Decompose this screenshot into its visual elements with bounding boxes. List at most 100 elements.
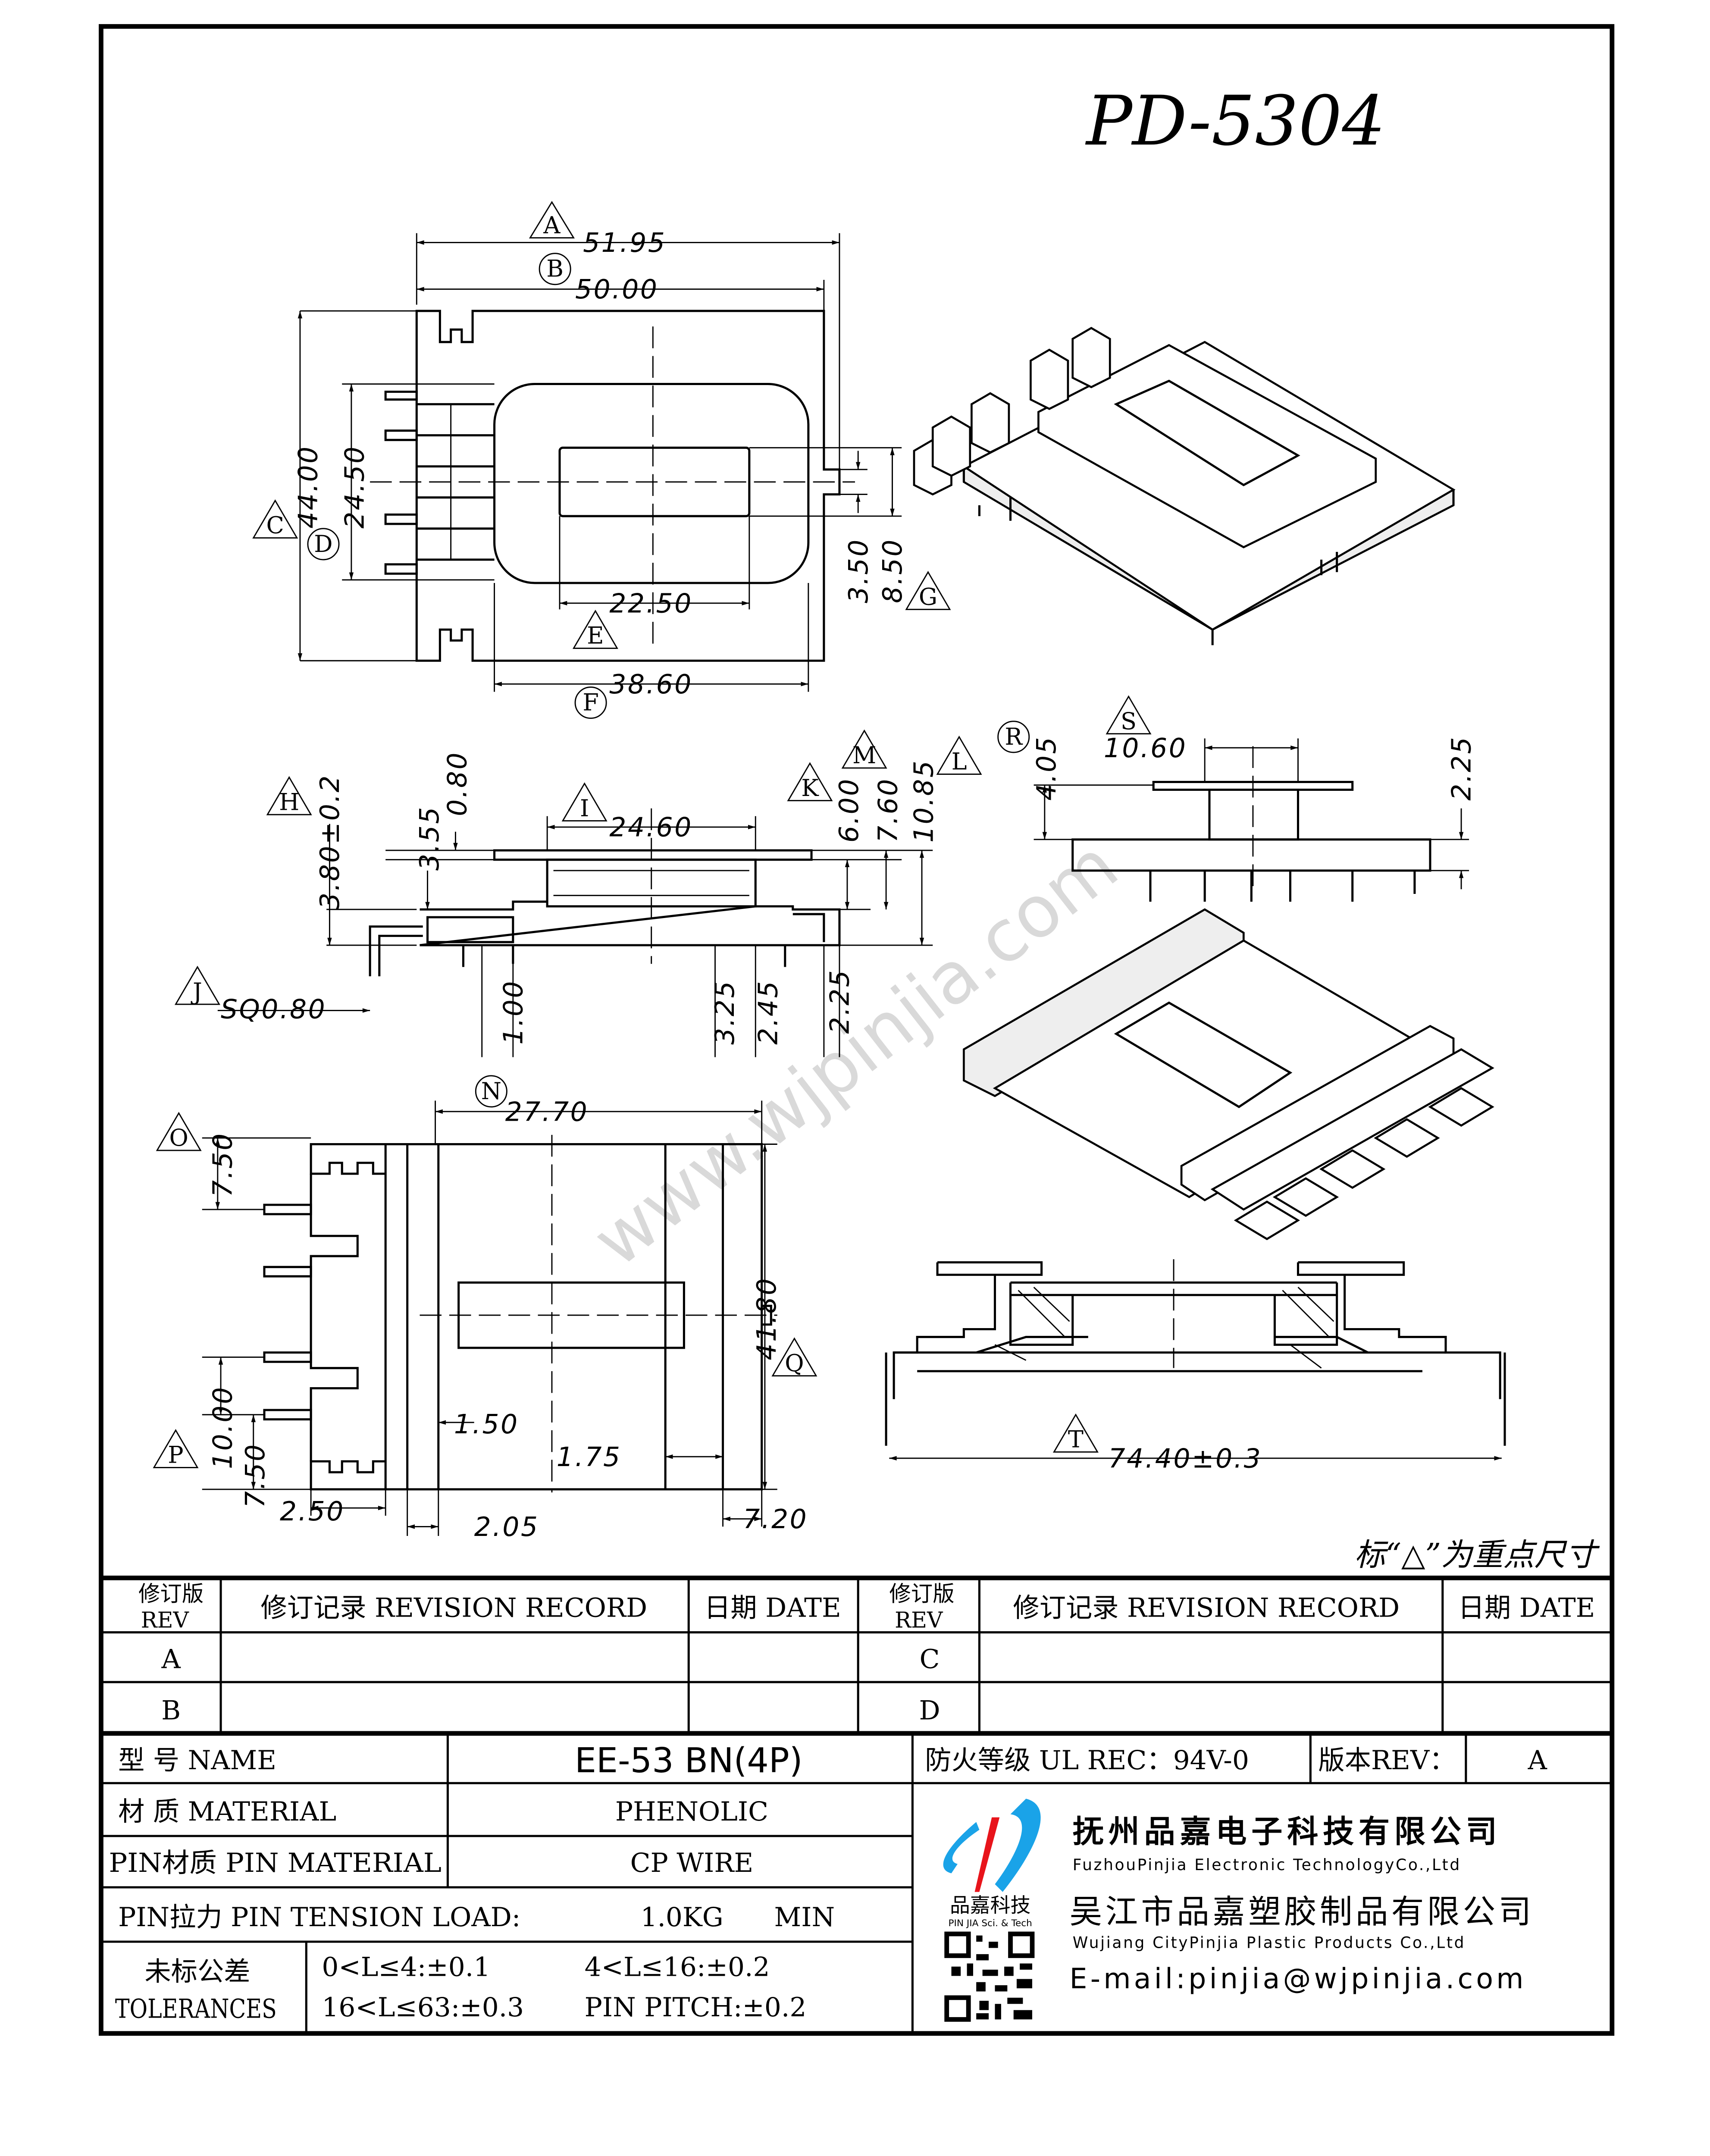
pin-material-value: CP WIRE bbox=[630, 1848, 754, 1878]
dim-355-value: 3.55 bbox=[414, 805, 445, 871]
logo-subtext: PIN JIA Sci. & Tech bbox=[948, 1918, 1032, 1929]
sheet-border bbox=[99, 24, 1615, 2036]
dim-d-value: 24.50 bbox=[340, 445, 370, 528]
dim-r-value: 4.05 bbox=[1031, 736, 1062, 801]
dim-080-value: 0.80 bbox=[442, 751, 473, 816]
dim-h-value: 3.80±0.2 bbox=[315, 774, 345, 909]
isometric-view-bottom bbox=[963, 908, 1494, 1241]
marker-a: A bbox=[543, 212, 561, 239]
rev-header-en-left: REV bbox=[141, 1608, 190, 1633]
dim-c-value: 44.00 bbox=[293, 445, 324, 528]
dim-l-value: 10.85 bbox=[908, 759, 939, 843]
marker-e: E bbox=[587, 622, 604, 649]
marker-i: I bbox=[580, 795, 589, 822]
marker-l: L bbox=[952, 748, 967, 775]
dim-e-value: 22.50 bbox=[609, 588, 692, 619]
dim-m-value: 7.60 bbox=[873, 777, 903, 843]
tolerance-label-en: TOLERANCES bbox=[115, 1994, 277, 2024]
marker-p: P bbox=[168, 1442, 183, 1469]
title-block: 型 号 NAME EE-53 BN(4P) 防火等级 UL REC：94V-0 … bbox=[101, 1733, 1612, 2034]
dim-225-value: 2.25 bbox=[825, 969, 855, 1034]
record-header-right: 修订记录 REVISION RECORD bbox=[1013, 1593, 1400, 1623]
dim-o-value: 7.50 bbox=[207, 1132, 238, 1197]
marker-k: K bbox=[801, 774, 819, 802]
dim-150-value: 1.50 bbox=[454, 1409, 519, 1440]
marker-f: F bbox=[583, 689, 599, 716]
isometric-view-top bbox=[913, 327, 1456, 646]
name-label: 型 号 NAME bbox=[118, 1745, 276, 1776]
dim-q-value: 41.80 bbox=[752, 1277, 782, 1360]
marker-s: S bbox=[1121, 708, 1137, 735]
fire-rating: 防火等级 UL REC：94V-0 bbox=[925, 1745, 1249, 1776]
marker-r: R bbox=[1005, 723, 1023, 750]
dim-end-225-value: 2.25 bbox=[1447, 736, 1477, 801]
dim-205-value: 2.05 bbox=[474, 1512, 539, 1542]
tension-label: PIN拉力 PIN TENSION LOAD: bbox=[118, 1902, 520, 1933]
dim-g-value: 8.50 bbox=[877, 538, 908, 603]
company-email: E-mail:pinjia@wjpinjia.com bbox=[1070, 1963, 1527, 1995]
rev-value: A bbox=[1528, 1745, 1547, 1776]
dim-a-value: 51.95 bbox=[583, 228, 666, 258]
marker-h: H bbox=[279, 788, 299, 815]
dim-s-value: 10.60 bbox=[1104, 733, 1187, 764]
part-name: EE-53 BN(4P) bbox=[575, 1740, 803, 1780]
dim-250-value: 2.50 bbox=[280, 1496, 345, 1527]
company-name-1-cn: 抚州品嘉电子科技有限公司 bbox=[1073, 1814, 1502, 1850]
date-header-right: 日期 DATE bbox=[1458, 1593, 1595, 1623]
dim-720-value: 7.20 bbox=[743, 1504, 808, 1535]
dim-i-value: 24.60 bbox=[609, 812, 692, 843]
company-name-2-en: Wujiang CityPinjia Plastic Products Co.,… bbox=[1073, 1934, 1466, 1952]
key-dimension-note: 标“△”为重点尺寸 bbox=[1354, 1537, 1600, 1573]
tolerance-2: 4<L≤16:±0.2 bbox=[585, 1952, 770, 1982]
dim-245-value: 2.45 bbox=[753, 980, 784, 1045]
marker-g: G bbox=[919, 583, 937, 610]
marker-d: D bbox=[314, 530, 332, 558]
rev-header-cn-right: 修订版 bbox=[889, 1581, 954, 1606]
marker-n: N bbox=[481, 1078, 501, 1105]
dim-1000-value: 10.00 bbox=[207, 1386, 238, 1469]
bottom-view: 27.70 41.80 7.50 10.00 7.50 2.50 2.05 1.… bbox=[153, 1075, 817, 1542]
tension-value: 1.0KG bbox=[640, 1902, 723, 1933]
company-name-1-en: FuzhouPinjia Electronic TechnologyCo.,Lt… bbox=[1073, 1856, 1461, 1874]
dim-j-value: SQ0.80 bbox=[221, 994, 326, 1025]
material-label: 材 质 MATERIAL bbox=[118, 1796, 336, 1827]
dim-f-value: 38.60 bbox=[609, 669, 692, 700]
pin-material-label: PIN材质 PIN MATERIAL bbox=[109, 1848, 442, 1878]
dim-175-value: 1.75 bbox=[557, 1442, 622, 1473]
dim-325-value: 3.25 bbox=[710, 980, 740, 1045]
rev-header-en-right: REV bbox=[895, 1608, 943, 1633]
rev-b: B bbox=[161, 1695, 181, 1726]
date-header-left: 日期 DATE bbox=[704, 1593, 841, 1623]
rev-a: A bbox=[161, 1644, 181, 1674]
revision-table: 修订版 REV 修订记录 REVISION RECORD 日期 DATE 修订版… bbox=[101, 1575, 1612, 1736]
record-header-left: 修订记录 REVISION RECORD bbox=[260, 1593, 647, 1623]
side-view: 24.60 3.80±0.2 3.55 0.80 6.00 7.60 10.85… bbox=[174, 729, 982, 1057]
top-view: 51.95 50.00 44.00 24.50 22.50 38.60 3.50… bbox=[252, 201, 951, 719]
end-view: 10.60 4.05 2.25 R S bbox=[997, 695, 1477, 902]
marker-j: J bbox=[191, 978, 202, 1005]
dim-g-inner-value: 3.50 bbox=[843, 538, 874, 603]
rev-header-cn-left: 修订版 bbox=[138, 1581, 204, 1606]
tolerance-label-cn: 未标公差 bbox=[144, 1956, 250, 1987]
logo-text: 品嘉科技 bbox=[950, 1894, 1030, 1918]
tension-unit: MIN bbox=[774, 1902, 835, 1933]
dim-b-value: 50.00 bbox=[575, 274, 658, 305]
rev-c: C bbox=[920, 1644, 940, 1674]
dim-n-value: 27.70 bbox=[505, 1097, 589, 1127]
rev-label: 版本REV： bbox=[1318, 1745, 1456, 1776]
marker-c: C bbox=[266, 512, 284, 539]
section-view: 74.40±0.3 T bbox=[885, 1259, 1506, 1474]
tolerance-4: PIN PITCH:±0.2 bbox=[585, 1992, 807, 2023]
marker-m: M bbox=[852, 742, 876, 769]
tolerance-3: 16<L≤63:±0.3 bbox=[322, 1992, 524, 2023]
material-value: PHENOLIC bbox=[615, 1796, 768, 1827]
dim-t-value: 74.40±0.3 bbox=[1109, 1443, 1262, 1474]
marker-o: O bbox=[169, 1124, 188, 1151]
dim-100-value: 1.00 bbox=[498, 980, 529, 1045]
tolerance-1: 0<L≤4:±0.1 bbox=[322, 1952, 490, 1982]
dim-k-value: 6.00 bbox=[834, 777, 864, 843]
company-logo: 品嘉科技 PIN JIA Sci. & Tech bbox=[943, 1799, 1041, 1929]
qr-code bbox=[944, 1931, 1036, 2023]
drawing-sheet: PD-5304 www.wjpinjia.com 51.95 50.00 44.… bbox=[99, 24, 1615, 2036]
rev-d: D bbox=[919, 1695, 940, 1726]
